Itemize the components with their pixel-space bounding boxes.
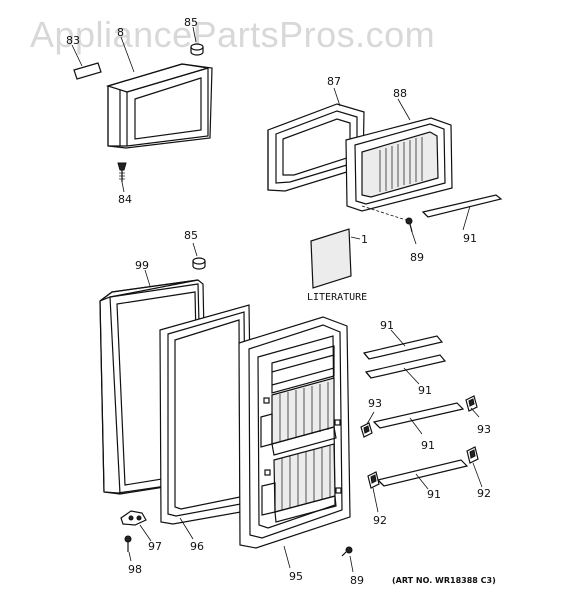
part-85-plug-lower <box>192 257 206 270</box>
leader-lines <box>71 26 483 573</box>
callout-89-upper: 89 <box>410 251 424 264</box>
callout-84: 84 <box>118 193 132 206</box>
callout-89-lower: 89 <box>350 574 364 587</box>
part-91-bar-2 <box>364 354 447 379</box>
callout-95: 95 <box>289 570 303 583</box>
callout-83: 83 <box>66 34 80 47</box>
callout-91-top: 91 <box>463 232 477 245</box>
part-89-screw-upper <box>405 217 413 233</box>
callout-99: 99 <box>135 259 149 272</box>
part-89-screw-lower <box>341 546 353 557</box>
part-88-freezer-liner <box>345 117 453 221</box>
callout-85-lower: 85 <box>184 229 198 242</box>
literature-label: LITERATURE <box>307 292 368 303</box>
part-96-fresh-food-gasket <box>159 304 253 525</box>
part-92-end-cap-left <box>367 471 380 489</box>
callout-98: 98 <box>128 563 142 576</box>
callout-91-bar-3: 91 <box>421 439 435 452</box>
part-91-bar-1 <box>362 335 444 360</box>
part-84-screw <box>117 162 127 182</box>
callout-92-left: 92 <box>373 514 387 527</box>
callout-8: 8 <box>117 26 124 39</box>
part-93-end-cap-right <box>465 395 478 412</box>
watermark: AppliancePartsPros.com <box>30 14 436 55</box>
callout-91-bar-4: 91 <box>427 488 441 501</box>
part-91-bar-4 <box>376 459 469 487</box>
part-1-literature <box>310 228 361 289</box>
callout-91-bar-1: 91 <box>380 319 394 332</box>
part-97-hinge-cover <box>120 510 147 526</box>
part-8-freezer-door <box>105 63 213 149</box>
callout-88: 88 <box>393 87 407 100</box>
callout-97: 97 <box>148 540 162 553</box>
part-95-door-liner <box>238 316 351 549</box>
callout-92-right: 92 <box>477 487 491 500</box>
callout-93-left: 93 <box>368 397 382 410</box>
callout-93-right: 93 <box>477 423 491 436</box>
part-91-bar-top <box>421 194 503 218</box>
callout-96: 96 <box>190 540 204 553</box>
callout-91-bar-2: 91 <box>418 384 432 397</box>
part-93-end-cap-left <box>360 422 373 438</box>
art-number: (ART NO. WR18388 C3) <box>392 576 496 585</box>
callout-87: 87 <box>327 75 341 88</box>
part-85-plug-top <box>190 43 204 56</box>
callout-85-top: 85 <box>184 16 198 29</box>
part-98-screw <box>124 535 132 552</box>
part-83-nameplate <box>73 62 102 80</box>
part-91-bar-3 <box>372 402 465 429</box>
callout-1: 1 <box>361 233 368 246</box>
part-92-end-cap-right <box>466 446 479 464</box>
